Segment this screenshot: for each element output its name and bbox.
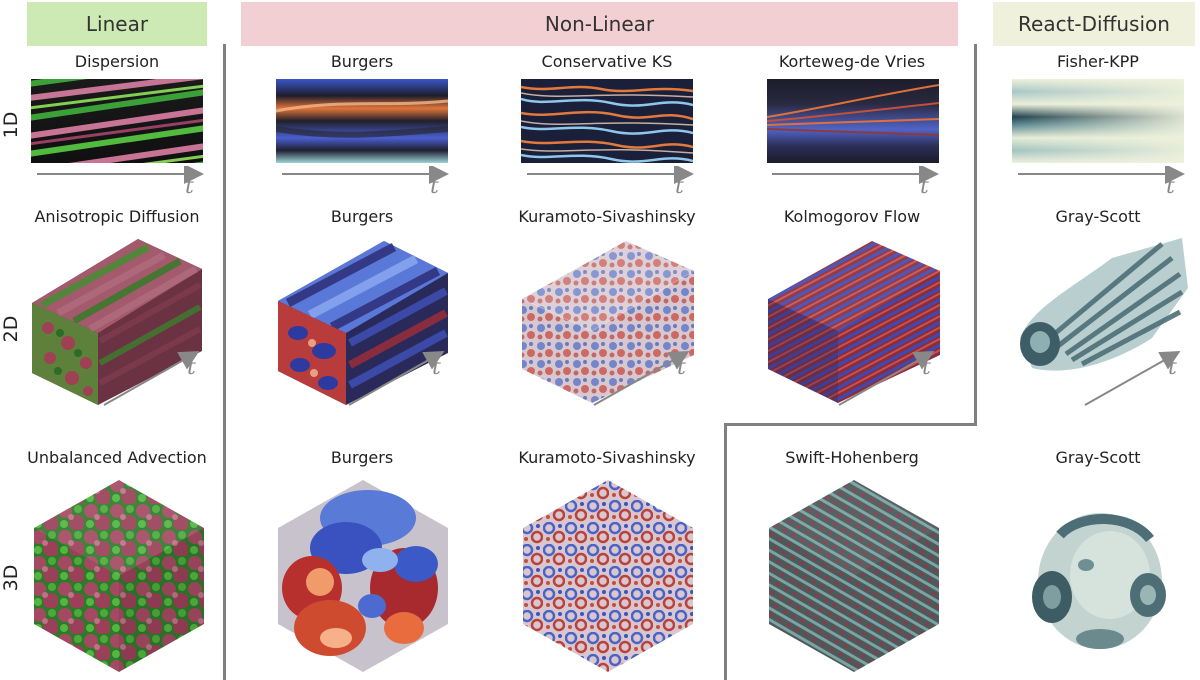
title-kuramoto-sivashinsky-3d: Kuramoto-Sivashinsky	[518, 448, 696, 467]
time-label: t	[1168, 355, 1177, 380]
header-react-diffusion: React-Diffusion	[993, 2, 1195, 46]
gray-scott-2d-volume	[1012, 228, 1192, 378]
korteweg-de-vries-1d-plot	[767, 79, 939, 163]
time-label: t	[187, 355, 196, 380]
row-label-1d: 1D	[0, 111, 22, 139]
title-kuramoto-sivashinsky-2d: Kuramoto-Sivashinsky	[518, 207, 696, 226]
separator-left	[223, 44, 226, 680]
time-label: t	[185, 174, 194, 199]
separator-right-upper	[974, 44, 977, 426]
time-label: t	[1166, 174, 1175, 199]
dispersion-1d-plot	[31, 79, 203, 163]
gray-scott-3d-volume	[1030, 505, 1170, 655]
row-label-3d: 3D	[0, 564, 22, 592]
title-dispersion: Dispersion	[74, 52, 160, 71]
title-gray-scott-3d: Gray-Scott	[1055, 448, 1141, 467]
burgers-3d-volume	[276, 478, 450, 674]
header-linear: Linear	[27, 2, 207, 46]
title-burgers-3d: Burgers	[330, 448, 394, 467]
time-label: t	[922, 355, 931, 380]
title-fisher-kpp: Fisher-KPP	[1057, 52, 1139, 71]
separator-horizontal	[724, 423, 977, 426]
fisher-kpp-1d-plot	[1012, 79, 1184, 163]
time-label: t	[677, 355, 686, 380]
time-axis-r1	[37, 166, 1185, 184]
time-label: t	[432, 355, 441, 380]
burgers-2d-volume	[274, 233, 452, 405]
title-anisotropic-diffusion: Anisotropic Diffusion	[34, 207, 200, 226]
row-label-2d: 2D	[0, 315, 22, 343]
time-label: t	[430, 174, 439, 199]
header-nonlinear: Non-Linear	[241, 2, 958, 46]
title-burgers-1d: Burgers	[330, 52, 394, 71]
time-label: t	[675, 174, 684, 199]
time-axis-r2	[103, 351, 1181, 406]
burgers-1d-plot	[276, 79, 448, 163]
swift-hohenberg-3d-volume	[767, 478, 941, 674]
conservative-ks-1d-plot	[521, 79, 693, 163]
title-conservative-ks: Conservative KS	[541, 52, 673, 71]
title-swift-hohenberg: Swift-Hohenberg	[785, 448, 919, 467]
anisotropic-diffusion-2d-volume	[28, 233, 206, 405]
title-unbalanced-advection: Unbalanced Advection	[27, 448, 207, 467]
unbalanced-advection-3d-volume	[32, 478, 206, 674]
title-gray-scott-2d: Gray-Scott	[1055, 207, 1141, 226]
separator-right-lower	[724, 423, 727, 680]
kuramoto-sivashinsky-3d-volume	[521, 478, 695, 674]
title-korteweg-de-vries: Korteweg-de Vries	[778, 52, 926, 71]
kuramoto-sivashinsky-2d-volume	[518, 233, 698, 405]
kolmogorov-flow-2d-volume	[764, 233, 944, 405]
title-burgers-2d: Burgers	[330, 207, 394, 226]
time-label: t	[920, 174, 929, 199]
title-kolmogorov-flow: Kolmogorov Flow	[783, 207, 921, 226]
